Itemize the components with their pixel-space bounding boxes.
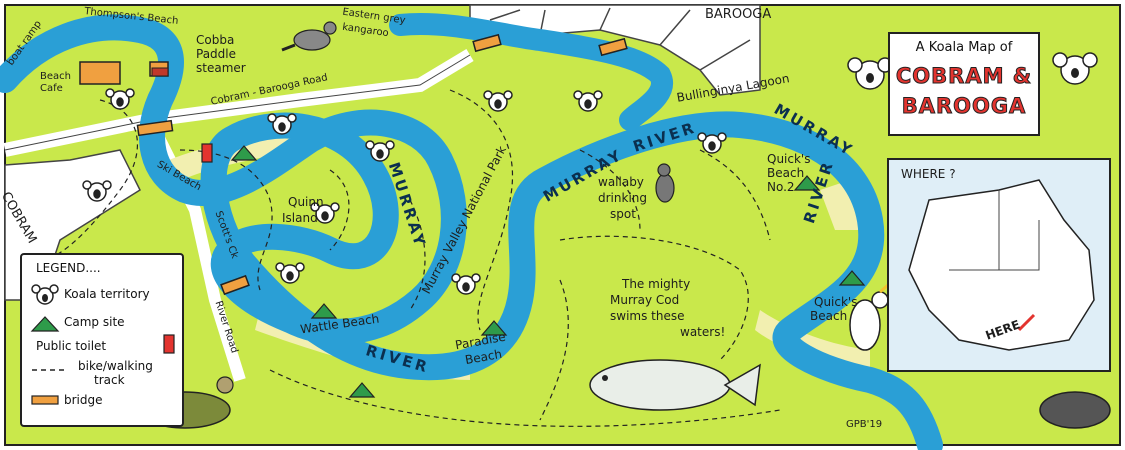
place-label-quicks-beach-2: Beach bbox=[810, 309, 848, 323]
camp-tent-icon bbox=[348, 382, 376, 398]
town-label-barooga: BAROOGA bbox=[705, 7, 772, 22]
camp-tent-icon bbox=[310, 303, 338, 319]
camp-tent-icon bbox=[793, 175, 821, 191]
inset-where-label: WHERE ? bbox=[901, 167, 956, 181]
legend-koala-label: Koala territory bbox=[64, 287, 150, 301]
place-label-cobba-2: Paddle bbox=[196, 47, 237, 61]
bridge-icon bbox=[136, 119, 174, 137]
place-label-quinn-2: Island bbox=[282, 211, 318, 225]
camp-tent-icon bbox=[838, 270, 866, 286]
compass-arrow-icon bbox=[1017, 313, 1036, 332]
place-label-cobba-3: steamer bbox=[196, 61, 246, 75]
river-north-arm bbox=[389, 13, 673, 131]
koala-icon bbox=[1052, 52, 1098, 85]
legend-track-label-2: track bbox=[94, 373, 125, 387]
cod-note-4: waters! bbox=[680, 325, 726, 339]
map-title-line3: BAROOGA bbox=[901, 94, 1027, 119]
bridge-icon bbox=[31, 395, 59, 405]
place-label-quinn-1: Quinn bbox=[288, 195, 324, 209]
koala-icon bbox=[697, 132, 727, 154]
place-label-quicks-beach-1: Quick's bbox=[814, 295, 858, 309]
place-label-beach-cafe-1: Beach bbox=[40, 71, 71, 82]
legend-track-label-1: bike/walking bbox=[78, 359, 153, 373]
legend-toilet-label: Public toilet bbox=[36, 339, 107, 353]
track-dashed-icon bbox=[32, 369, 64, 371]
place-label-wallaby-2: drinking bbox=[598, 191, 647, 205]
cod-note-3: swims these bbox=[610, 309, 685, 323]
koala-icon bbox=[275, 262, 305, 284]
legend-camp-label: Camp site bbox=[64, 315, 125, 329]
map-legend: LEGEND.... Koala territory Camp site Pub… bbox=[20, 253, 184, 427]
koala-icon bbox=[31, 284, 59, 305]
koala-icon bbox=[573, 90, 603, 112]
koala-icon bbox=[310, 202, 340, 224]
legend-title: LEGEND.... bbox=[36, 261, 101, 275]
map-title-line1: A Koala Map of bbox=[915, 40, 1013, 55]
koala-icon bbox=[82, 180, 112, 202]
koala-icon bbox=[267, 113, 297, 135]
walking-tracks bbox=[39, 89, 781, 427]
koala-icon bbox=[105, 88, 135, 110]
place-label-quicks-beach-2-2: Beach bbox=[767, 166, 805, 180]
camp-tent-icon bbox=[480, 320, 508, 336]
place-label-wallaby-3: spot bbox=[610, 207, 636, 221]
bridge-icon bbox=[598, 37, 628, 57]
artist-signature: GPB'19 bbox=[846, 419, 883, 430]
place-label-cobba-1: Cobba bbox=[196, 33, 235, 47]
inset-map: WHERE ? HERE bbox=[887, 158, 1111, 372]
cod-note-1: The mighty bbox=[622, 277, 691, 291]
cockatoo-icon bbox=[849, 283, 889, 351]
koala-icon bbox=[483, 90, 513, 112]
murray-river bbox=[0, 14, 943, 450]
wallaby-icon bbox=[655, 163, 675, 203]
echidna-icon bbox=[1039, 391, 1111, 429]
australia-outline bbox=[908, 179, 1095, 351]
map-title-line2: COBRAM & bbox=[895, 64, 1033, 89]
barooga-streets bbox=[489, 7, 751, 71]
toilet-icon bbox=[163, 334, 175, 354]
place-label-wallaby-1: wallaby bbox=[598, 175, 644, 189]
legend-bridge-label: bridge bbox=[64, 393, 103, 407]
paddle-steamer-icon bbox=[151, 67, 169, 77]
place-label-quicks-beach-2-1: Quick's bbox=[767, 152, 811, 166]
place-label-beach-cafe-2: Cafe bbox=[40, 83, 63, 94]
map-title-box: A Koala Map of COBRAM & BAROOGA bbox=[888, 32, 1040, 136]
camp-tent-icon bbox=[230, 145, 258, 161]
state-borders bbox=[949, 190, 1040, 271]
toilet-icon bbox=[201, 143, 213, 163]
murray-cod-icon bbox=[589, 359, 761, 411]
bridge-icon bbox=[472, 33, 502, 53]
bridge-icon bbox=[220, 274, 250, 296]
australia-inset bbox=[908, 179, 1095, 351]
cod-note-2: Murray Cod bbox=[610, 293, 680, 307]
place-label-quicks-beach-2-3: No.2 bbox=[767, 180, 795, 194]
koala-icon bbox=[451, 273, 481, 295]
kangaroo-icon bbox=[281, 21, 337, 52]
camp-tent-icon bbox=[30, 316, 60, 332]
koala-icon bbox=[365, 140, 395, 162]
